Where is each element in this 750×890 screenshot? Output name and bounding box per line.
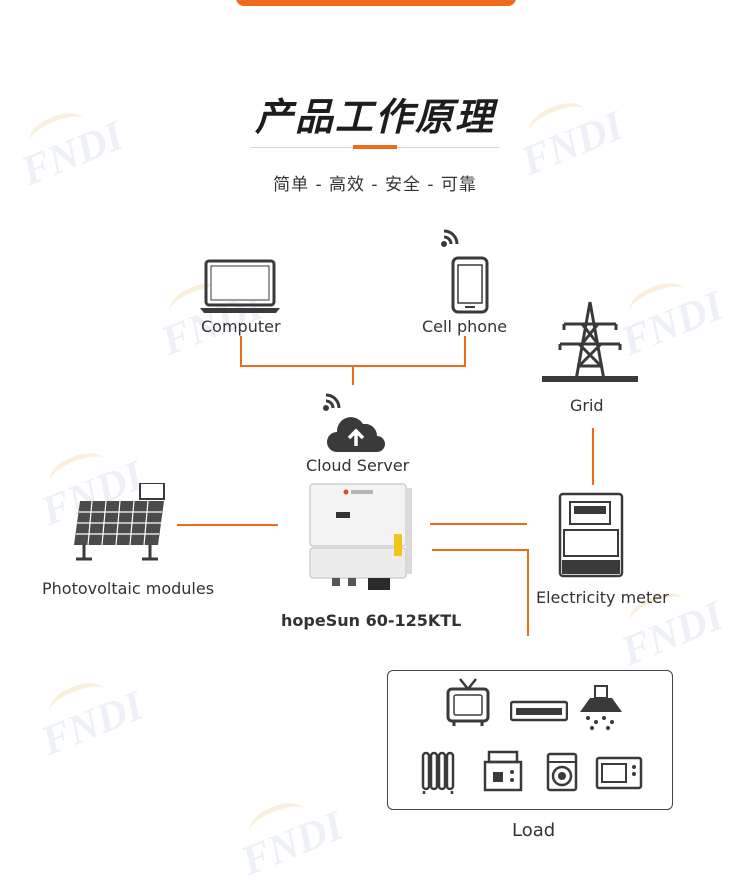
tv-icon (446, 677, 490, 731)
coffee-machine-icon (483, 750, 523, 796)
solar-panel-icon (70, 482, 178, 567)
inverter-icon (308, 482, 414, 598)
cell-phone-label: Cell phone (422, 317, 508, 336)
load-panel (387, 670, 673, 810)
cell-phone-icon (451, 256, 489, 318)
range-hood-icon (578, 684, 624, 736)
page-subtitle: 简单 - 高效 - 安全 - 可靠 (273, 175, 477, 195)
wifi-icon (322, 392, 344, 416)
washing-machine-icon (546, 752, 578, 796)
heater-icon (420, 749, 456, 799)
power-tower-icon (542, 300, 638, 390)
wifi-icon (440, 228, 462, 252)
cloud-upload-icon (325, 414, 387, 458)
inverter-label: hopeSun 60-125KTL (281, 611, 462, 630)
page-title: 产品工作原理 (254, 95, 495, 139)
top-accent-bar (236, 0, 516, 6)
cloud-server-label: Cloud Server (306, 456, 410, 475)
computer-label: Computer (201, 317, 281, 336)
inverter-load-link (432, 549, 529, 636)
load-label: Load (512, 820, 556, 841)
photovoltaic-label: Photovoltaic modules (42, 579, 215, 598)
title-divider-accent (353, 145, 397, 149)
microwave-icon (595, 756, 643, 794)
grid-label: Grid (570, 396, 604, 415)
electricity-meter-icon (558, 492, 624, 582)
computer-icon (200, 258, 280, 318)
air-conditioner-icon (509, 700, 569, 728)
electricity-meter-label: Electricity meter (536, 588, 669, 607)
computer-phone-link (240, 336, 466, 367)
